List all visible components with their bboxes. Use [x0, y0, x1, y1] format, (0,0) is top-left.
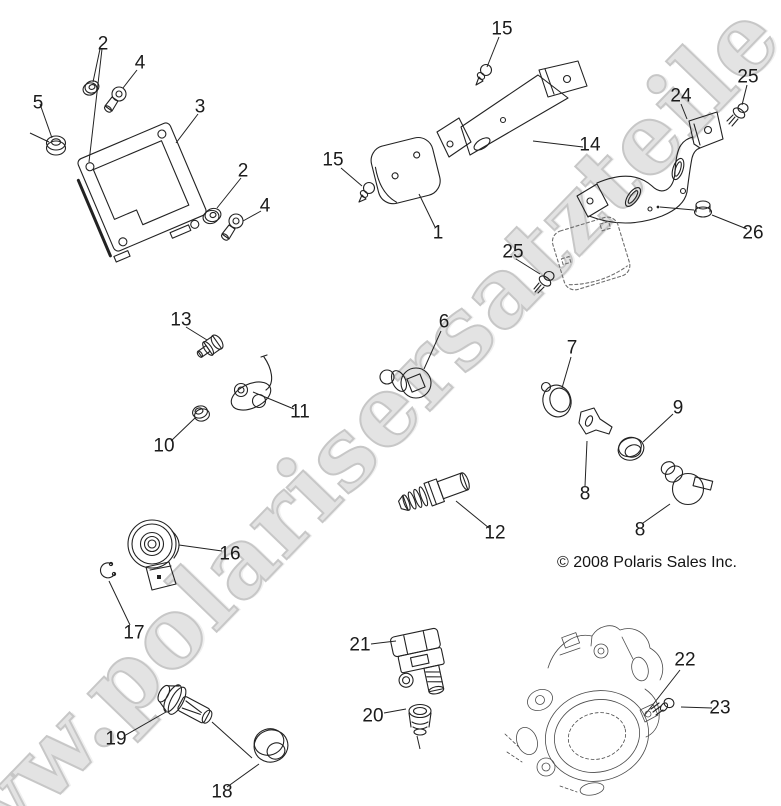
callout-label-13: 13: [170, 309, 192, 331]
callout-label-20: 20: [362, 705, 384, 727]
callout-label-23: 23: [709, 697, 731, 719]
callout-label-15-b: 15: [322, 149, 344, 171]
part-grommet-ecu: [45, 135, 67, 156]
callout-label-16: 16: [219, 543, 241, 565]
part-bulb: [157, 684, 213, 724]
part-ecu-module: [76, 122, 207, 263]
callout-label-8-b: 8: [634, 519, 646, 541]
part-grommet-ring: [253, 728, 289, 763]
part-throttle-body: [504, 625, 664, 796]
callout-label-4-a: 4: [134, 52, 146, 74]
callout-label-18: 18: [211, 781, 233, 803]
callout-label-15-a: 15: [491, 18, 513, 40]
part-washer-lower: [202, 207, 222, 225]
part-ring-grommet: [617, 436, 645, 461]
callout-label-11: 11: [290, 401, 310, 423]
callout-label-25-a: 25: [737, 66, 759, 88]
callout-label-22: 22: [674, 649, 696, 671]
part-cap: [192, 405, 210, 422]
part-sensor-spade: [660, 461, 714, 506]
callout-label-8-a: 8: [579, 483, 591, 505]
copyright-text: © 2008 Polaris Sales Inc.: [557, 554, 737, 571]
callout-label-19: 19: [105, 728, 127, 750]
part-screw-bracket-top: [475, 63, 493, 86]
callout-label-25-b: 25: [502, 241, 524, 263]
part-screw-lower: [220, 213, 244, 241]
callout-label-24: 24: [670, 85, 692, 107]
part-sensor-wire: [230, 354, 273, 411]
part-sensor-round: [379, 367, 432, 399]
callout-label-3: 3: [194, 96, 206, 118]
part-bolt: [196, 334, 224, 358]
part-module-dashed: [551, 216, 631, 291]
callout-label-2-a: 2: [97, 33, 109, 55]
part-washer-upper: [82, 80, 100, 96]
callout-label-26: 26: [742, 222, 764, 244]
callout-label-6: 6: [438, 311, 450, 333]
part-screw-upper: [103, 86, 127, 113]
part-flasher: [370, 136, 441, 205]
part-screw-flasher: [358, 181, 376, 203]
part-map-sensor: [390, 627, 445, 695]
part-e-clip: [99, 561, 117, 579]
callout-label-21: 21: [349, 634, 371, 656]
callout-label-5: 5: [32, 92, 44, 114]
callout-label-2-b: 2: [237, 160, 249, 182]
callout-label-1: 1: [432, 222, 444, 244]
leader-lines: [29, 36, 748, 788]
callout-label-7: 7: [566, 337, 578, 359]
part-key-bracket: [578, 407, 613, 435]
part-bracket-front: [436, 60, 588, 158]
callout-label-14: 14: [579, 134, 601, 156]
part-plug: [408, 703, 432, 736]
part-temp-sensor: [398, 472, 470, 511]
part-screw-rear-bottom: [533, 270, 555, 294]
part-screw-rear-top: [726, 102, 749, 127]
part-nut: [693, 200, 713, 218]
part-bracket-rear: [576, 111, 724, 224]
part-horn: [127, 519, 180, 591]
callout-label-10: 10: [153, 435, 175, 457]
callout-label-17: 17: [123, 622, 145, 644]
callout-label-4-b: 4: [259, 195, 271, 217]
part-cup-sensor: [540, 381, 572, 418]
part-screw-tps: [650, 697, 675, 716]
callout-label-12: 12: [484, 522, 506, 544]
callout-label-9: 9: [672, 397, 684, 419]
